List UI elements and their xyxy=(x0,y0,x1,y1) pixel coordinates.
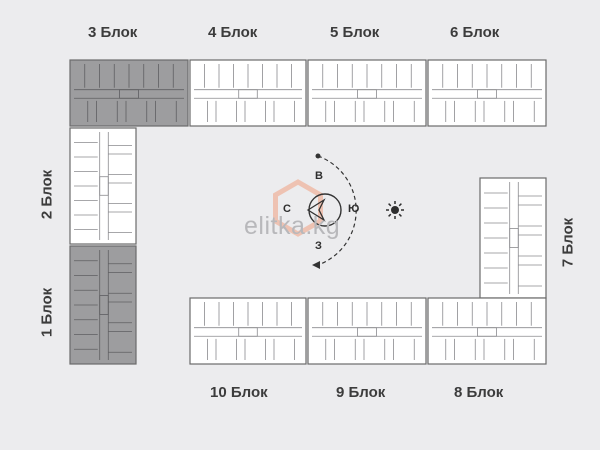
block-label-8[interactable]: 8 Блок xyxy=(454,384,504,401)
sun-path-start-dot xyxy=(315,153,321,159)
block-plan-7[interactable] xyxy=(479,177,547,299)
compass-label-south: З xyxy=(315,240,322,252)
block-label-10[interactable]: 10 Блок xyxy=(210,384,268,401)
block-label-9[interactable]: 9 Блок xyxy=(336,384,386,401)
block-plan-4[interactable] xyxy=(189,59,307,127)
compass-arrow-icon xyxy=(306,198,326,222)
watermark-text: elitka.kg xyxy=(244,212,341,240)
block-plan-5[interactable] xyxy=(307,59,427,127)
compass-label-west: С xyxy=(283,203,291,215)
block-label-4[interactable]: 4 Блок xyxy=(208,24,258,41)
block-label-3[interactable]: 3 Блок xyxy=(88,24,138,41)
block-plan-6[interactable] xyxy=(427,59,547,127)
compass-label-east: Ю xyxy=(348,203,360,215)
block-label-1[interactable]: 1 Блок xyxy=(38,287,56,338)
block-plan-3[interactable] xyxy=(69,59,189,127)
block-label-7[interactable]: 7 Блок xyxy=(559,217,577,268)
block-label-6[interactable]: 6 Блок xyxy=(450,24,500,41)
sun-path-arc xyxy=(317,155,357,266)
sun-icon xyxy=(386,201,404,219)
block-plan-9[interactable] xyxy=(307,297,427,365)
block-label-2[interactable]: 2 Блок xyxy=(38,169,56,220)
block-label-5[interactable]: 5 Блок xyxy=(330,24,380,41)
block-plan-2[interactable] xyxy=(69,127,137,245)
compass-label-north: В xyxy=(315,170,323,182)
block-plan-8[interactable] xyxy=(427,297,547,365)
block-plan-10[interactable] xyxy=(189,297,307,365)
sun-path-arrowhead xyxy=(312,261,320,269)
block-plan-1[interactable] xyxy=(69,245,137,365)
